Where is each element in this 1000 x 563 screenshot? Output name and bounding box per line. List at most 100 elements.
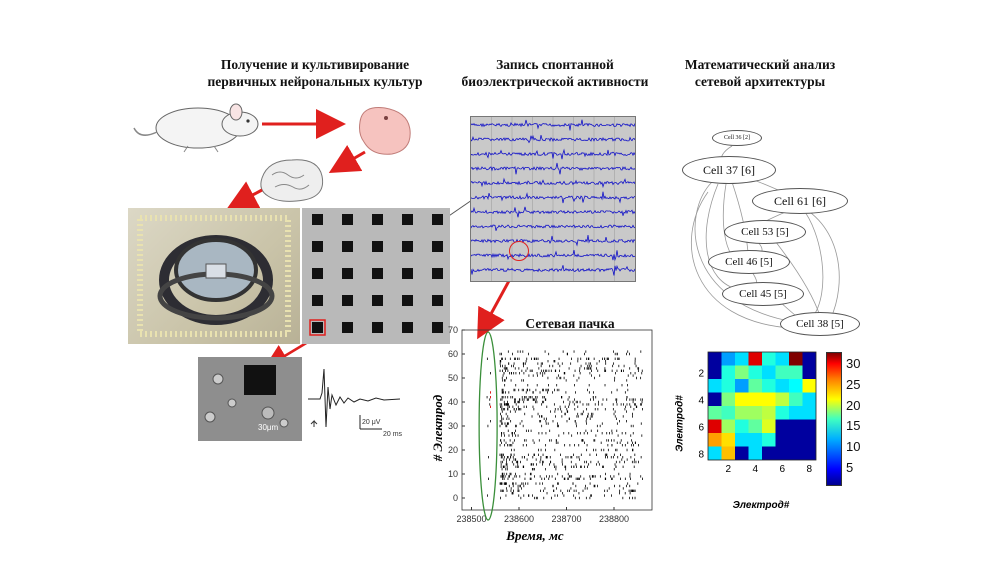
- electrode-pad: [402, 268, 413, 279]
- trace-line: [470, 224, 636, 231]
- raster-ytick: 60: [448, 349, 458, 359]
- electrode-pad: [342, 295, 353, 306]
- trace-line: [470, 250, 636, 262]
- heatmap-ytick: 4: [698, 395, 704, 406]
- heatmap-cell: [721, 406, 735, 420]
- colorbar: [826, 352, 842, 486]
- scale-label: 30μm: [258, 423, 279, 432]
- electrode-pad: [372, 322, 383, 333]
- burst-title: Сетевая пачка: [525, 316, 615, 331]
- heatmap-cell: [748, 365, 762, 379]
- heatmap-cell: [802, 392, 816, 406]
- mea-chip-photo: [128, 208, 300, 344]
- heatmap-cell: [748, 392, 762, 406]
- heatmap-cell: [721, 433, 735, 447]
- colorbar-tick: 20: [846, 397, 861, 413]
- raster-xtick: 238600: [504, 514, 534, 524]
- mouse-illustration: [133, 103, 259, 153]
- heatmap-cell: [721, 352, 735, 366]
- heatmap-cell: [775, 433, 789, 447]
- electrode-pad: [432, 322, 443, 333]
- heatmap-frame: [707, 351, 817, 461]
- scalebar-voltage: 20 μV: [362, 419, 381, 426]
- electrode-pad: [342, 241, 353, 252]
- spike-micrograph-graphic: [204, 365, 289, 428]
- mea-chip-graphic: [137, 215, 291, 337]
- heatmap-cell: [802, 379, 816, 393]
- electrode-pad: [432, 295, 443, 306]
- heatmap-cell: [721, 365, 735, 379]
- raster-ytick: 20: [448, 445, 458, 455]
- heatmap-cell: [775, 406, 789, 420]
- heatmap-cell: [721, 446, 735, 460]
- electrode-pad: [342, 268, 353, 279]
- electrode-pad: [312, 322, 323, 333]
- heatmap-cell: [748, 433, 762, 447]
- analysis-header: Математический анализ сетевой архитектур…: [660, 56, 860, 90]
- heatmap-cell: [789, 379, 803, 393]
- colorbar-tick: 5: [846, 459, 854, 475]
- heatmap-cell: [721, 379, 735, 393]
- culture-header-line2: первичных нейрональных культур: [207, 74, 423, 89]
- recording-traces: [470, 116, 636, 282]
- spike-micrograph: 30μm: [198, 357, 302, 441]
- trace-line: [470, 148, 636, 160]
- trace-line: [470, 235, 636, 247]
- colorbar-tick: 15: [846, 418, 861, 434]
- heatmap-cell: [775, 446, 789, 460]
- raster-ytick: 10: [448, 469, 458, 479]
- heatmap-cell: [708, 379, 722, 393]
- scalebar-time: 20 ms: [383, 431, 403, 438]
- heatmap-cell: [735, 419, 749, 433]
- colorbar-tick: 25: [846, 377, 861, 392]
- electrode-pad: [432, 268, 443, 279]
- heatmap-cell: [789, 419, 803, 433]
- electrode-pad: [372, 214, 383, 225]
- graph-node-cell-46: Cell 46 [5]: [708, 250, 790, 274]
- raster-frame: [461, 329, 653, 511]
- heatmap-cell: [775, 352, 789, 366]
- raster-xtick: 238700: [551, 514, 581, 524]
- electrode-pad: [312, 214, 323, 225]
- raster-xlabel: Время, мс: [506, 528, 564, 543]
- heatmap-cell: [775, 419, 789, 433]
- embryo-illustration: [359, 107, 411, 155]
- electrode-pad: [312, 268, 323, 279]
- heatmap-xtick: 6: [779, 464, 785, 475]
- raster-ylabel: # Электрод: [430, 394, 445, 462]
- heatmap-ytick: 6: [698, 422, 704, 433]
- heatmap-cell: [748, 446, 762, 460]
- recording-header-line2: биоэлектрической активности: [461, 74, 649, 89]
- heatmap-cell: [762, 446, 776, 460]
- trace-line: [470, 191, 636, 204]
- electrode-pad: [372, 241, 383, 252]
- heatmap-cell: [789, 433, 803, 447]
- heatmap-cell: [735, 365, 749, 379]
- heatmap-cell: [762, 352, 776, 366]
- heatmap-cell: [802, 433, 816, 447]
- heatmap-ytick: 8: [698, 449, 704, 460]
- trace-line: [470, 206, 636, 218]
- raster-xtick: 238800: [599, 514, 629, 524]
- electrode-grid-graphic: [309, 214, 443, 336]
- arrow-brain-mea: [226, 181, 263, 209]
- heatmap-cell: [802, 352, 816, 366]
- recording-header: Запись спонтанной биоэлектрической актив…: [435, 56, 675, 90]
- electrode-pad: [312, 295, 323, 306]
- electrode-pad: [372, 268, 383, 279]
- heatmap-cell: [802, 365, 816, 379]
- heatmap-cell: [708, 419, 722, 433]
- heatmap-cell: [762, 379, 776, 393]
- recording-header-line1: Запись спонтанной: [496, 57, 614, 72]
- heatmap-cell: [735, 352, 749, 366]
- culture-header: Получение и культивирование первичных не…: [170, 56, 460, 90]
- heatmap-cell: [748, 379, 762, 393]
- heatmap-cell: [721, 419, 735, 433]
- electrode-pad: [432, 214, 443, 225]
- graph-node-cell-37: Cell 37 [6]: [682, 156, 776, 184]
- trace-line: [470, 177, 636, 189]
- graph-node-cell-45: Cell 45 [5]: [722, 282, 804, 306]
- raster-ytick: 0: [453, 493, 458, 503]
